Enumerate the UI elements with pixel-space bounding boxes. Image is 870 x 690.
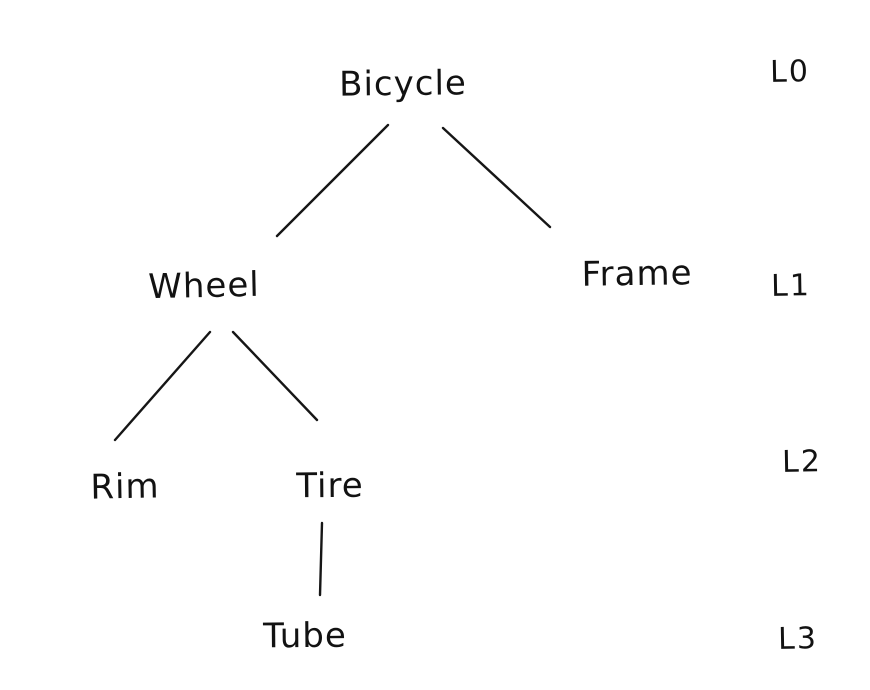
edge-wheel-tire: [231, 330, 319, 422]
level-label-l1: L1: [770, 268, 812, 304]
node-tire: Tire: [296, 465, 364, 507]
node-frame: Frame: [581, 253, 693, 295]
node-tube: Tube: [262, 615, 348, 657]
node-wheel: Wheel: [147, 264, 261, 308]
edge-wheel-rim: [113, 330, 212, 442]
edge-bicycle-wheel: [275, 123, 390, 238]
edge-bicycle-frame: [441, 126, 552, 229]
node-rim: Rim: [90, 466, 160, 508]
edge-tire-tube: [318, 521, 324, 597]
level-label-l2: L2: [781, 444, 823, 480]
level-label-l3: L3: [777, 621, 819, 657]
level-label-l0: L0: [769, 54, 811, 90]
node-bicycle: Bicycle: [338, 63, 468, 105]
